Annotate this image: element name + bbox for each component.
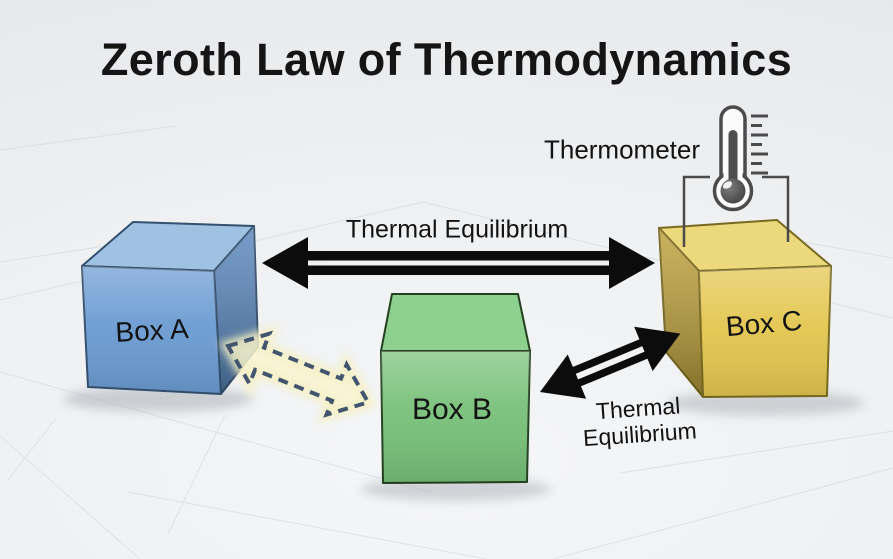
dashed-arrow-glow [219, 324, 378, 424]
arrow-bar-bottom [571, 349, 654, 390]
equilibrium-label-b-c: Thermal Equilibrium [582, 392, 698, 451]
equilibrium-label-a-c: Thermal Equilibrium [345, 215, 569, 244]
implied-equilibrium-arrow-a-b [219, 324, 378, 424]
box-a-front-shading [82, 266, 221, 394]
box-c [658, 219, 832, 398]
equilibrium-arrow-a-c [262, 237, 655, 289]
equilibrium-arrow-b-c [540, 326, 681, 399]
dashed-arrow-outline [225, 330, 372, 418]
box-a [81, 221, 259, 395]
arrow-bar-top [566, 336, 649, 377]
box-b-front-shading [381, 351, 530, 483]
arrow-head-left [262, 237, 308, 289]
floor-grid [0, 125, 893, 559]
thermometer-label: Thermometer [543, 134, 701, 165]
thermometer-body [712, 105, 754, 212]
box-b-top-face [380, 293, 531, 352]
box-c-side-shading [659, 228, 703, 397]
arrow-bar-bottom [300, 265, 617, 275]
box-b [380, 293, 531, 484]
thermometer-ticks [751, 114, 768, 175]
probe-bracket [682, 175, 790, 247]
box-c-front-shading [699, 266, 831, 397]
thermometer-icon [682, 105, 790, 247]
box-a-label: Box A [114, 313, 190, 348]
arrow-bar-top [300, 251, 617, 261]
box-c-label: Box C [724, 304, 804, 343]
diagram-title: Zeroth Law of Thermodynamics [100, 34, 793, 85]
box-b-label: Box B [411, 393, 493, 426]
arrow-head-right [609, 237, 655, 289]
thermometer-mercury [720, 130, 746, 204]
